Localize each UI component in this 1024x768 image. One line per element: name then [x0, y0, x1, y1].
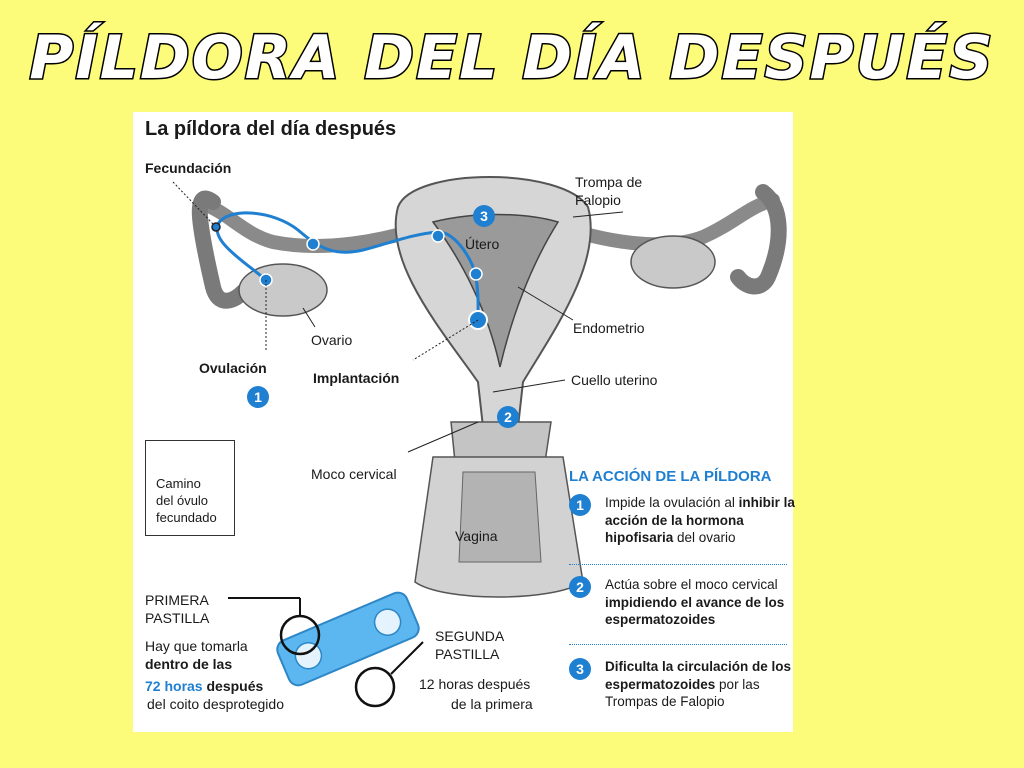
- leader-ovario: [302, 307, 316, 328]
- legend-line3: fecundado: [156, 510, 217, 525]
- primera-line2: dentro de las: [145, 656, 233, 672]
- label-fecundacion: Fecundación: [145, 160, 232, 176]
- uterus-illustration: [162, 176, 787, 708]
- legend-line2: del óvulo: [156, 493, 209, 508]
- label-moco: Moco cervical: [311, 466, 397, 482]
- segunda-line1: 12 horas después: [419, 676, 531, 692]
- right-ovary: [630, 235, 716, 289]
- action-text-bold: impidiendo el avance de los espermatozoi…: [605, 594, 785, 628]
- legend-box: Camino del óvulo fecundado: [145, 440, 235, 536]
- egg-dot: [469, 267, 483, 281]
- label-utero: Útero: [465, 236, 500, 252]
- vaginal-canal: [458, 471, 542, 563]
- leader-cuello: [492, 379, 566, 393]
- egg-dot: [431, 229, 445, 243]
- primera-72-horas: 72 horas: [145, 678, 203, 694]
- label-implantacion: Implantación: [313, 370, 400, 386]
- primera-line4: del coito desprotegido: [147, 696, 284, 712]
- action-num-2: 2: [569, 576, 591, 598]
- action-title: LA ACCIÓN DE LA PÍLDORA: [569, 468, 772, 485]
- primera-line1: Hay que tomarla: [145, 638, 248, 654]
- label-vagina: Vagina: [455, 528, 498, 544]
- action-text-span: del ovario: [673, 530, 736, 546]
- action-text-span: por las Trompas de Falopio: [605, 676, 760, 710]
- right-fallopian-tube: [546, 193, 780, 252]
- label-trompa-line2: Falopio: [575, 192, 621, 208]
- leader-fecundacion: [172, 181, 214, 225]
- action-num-1: 1: [569, 494, 591, 516]
- action-text-span: Actúa sobre el moco cervical: [605, 577, 778, 592]
- egg-dot: [306, 237, 320, 251]
- segunda-line2: de la primera: [451, 696, 533, 712]
- leader-endometrio: [517, 286, 574, 321]
- infographic-panel: La píldora del día después Fecundación T…: [133, 112, 795, 732]
- action-text-3: Dificulta la circulación de los espermat…: [605, 658, 795, 711]
- action-text-span: Impide la ovulación al: [605, 495, 739, 510]
- segunda-title-1: SEGUNDA: [435, 628, 505, 644]
- pill-pack: [276, 591, 420, 687]
- action-text-bold: Dificulta la circulación de los espermat…: [605, 659, 792, 692]
- action-text-1: Impide la ovulación al inhibir la acción…: [605, 494, 795, 547]
- leader-implantacion: [412, 319, 479, 361]
- panel-title: La píldora del día después: [145, 118, 397, 140]
- marker-2: 2: [497, 406, 519, 428]
- primera-title-1: PRIMERA: [145, 592, 209, 608]
- fertilization-dot: [211, 222, 221, 232]
- action-divider: [569, 644, 787, 645]
- primera-title-2: PASTILLA: [145, 610, 210, 626]
- marker-3: 3: [473, 205, 495, 227]
- action-text-2: Actúa sobre el moco cervical impidiendo …: [605, 576, 795, 629]
- label-ovulacion: Ovulación: [199, 360, 267, 376]
- label-ovario: Ovario: [311, 332, 353, 348]
- segunda-title-2: PASTILLA: [435, 646, 500, 662]
- right-fimbriae: [730, 184, 787, 295]
- label-cuello: Cuello uterino: [571, 372, 658, 388]
- cervix: [450, 421, 552, 463]
- action-divider: [569, 564, 787, 565]
- leader-moco: [407, 421, 479, 453]
- action-num-3: 3: [569, 658, 591, 680]
- page-title: PÍLDORA DEL DÍA DESPUÉS: [28, 23, 995, 93]
- label-endometrio: Endometrio: [573, 320, 645, 336]
- second-pill-ring: [354, 666, 396, 708]
- legend-line1: Camino: [156, 476, 201, 491]
- action-text-bold: inhibir la acción de la hormona hipofisa…: [605, 495, 795, 546]
- leader-segunda: [390, 641, 424, 675]
- primera-despues: después: [202, 678, 264, 694]
- label-trompa-line1: Trompa de: [575, 174, 643, 190]
- left-fimbriae: [191, 190, 251, 309]
- marker-1: 1: [247, 386, 269, 408]
- left-ovary: [238, 263, 328, 317]
- primera-line3: 72 horas después: [145, 678, 263, 694]
- leader-trompa: [572, 211, 624, 218]
